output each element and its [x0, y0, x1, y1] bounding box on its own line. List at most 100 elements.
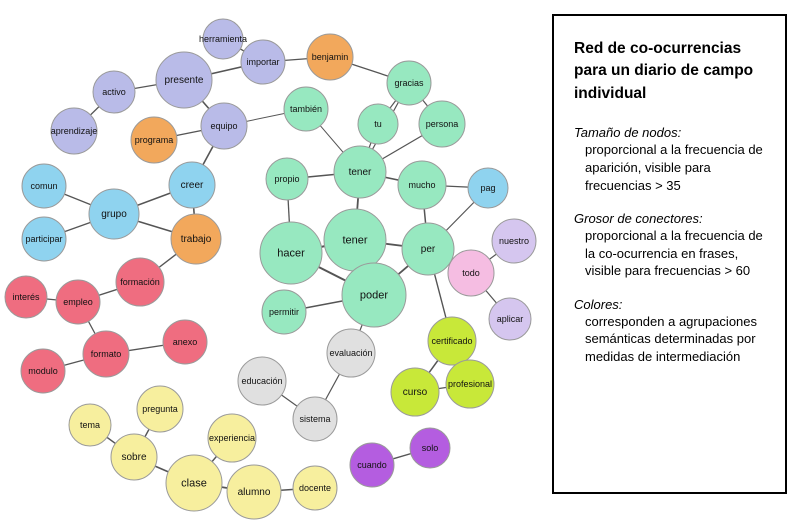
- graph-node-circle[interactable]: [155, 51, 213, 109]
- graph-node-circle[interactable]: [401, 222, 455, 276]
- graph-node[interactable]: poder: [341, 262, 407, 328]
- graph-node-circle[interactable]: [136, 385, 184, 433]
- graph-node-circle[interactable]: [427, 316, 477, 366]
- graph-node[interactable]: profesional: [445, 359, 495, 409]
- graph-node-circle[interactable]: [323, 208, 387, 272]
- graph-node-circle[interactable]: [418, 100, 466, 148]
- graph-node[interactable]: curso: [390, 367, 440, 417]
- graph-node[interactable]: benjamin: [306, 33, 354, 81]
- graph-node-circle[interactable]: [21, 216, 67, 262]
- graph-node-circle[interactable]: [168, 161, 216, 209]
- graph-node[interactable]: cuando: [349, 442, 395, 488]
- graph-node-circle[interactable]: [20, 348, 66, 394]
- graph-node[interactable]: gracias: [386, 60, 432, 106]
- graph-node-circle[interactable]: [397, 160, 447, 210]
- graph-node[interactable]: formato: [82, 330, 130, 378]
- graph-node[interactable]: modulo: [20, 348, 66, 394]
- graph-node[interactable]: propio: [265, 157, 309, 201]
- graph-node-circle[interactable]: [50, 107, 98, 155]
- graph-node-circle[interactable]: [88, 188, 140, 240]
- graph-node[interactable]: creer: [168, 161, 216, 209]
- graph-node-circle[interactable]: [110, 433, 158, 481]
- graph-node-circle[interactable]: [240, 39, 286, 85]
- graph-node[interactable]: docente: [292, 465, 338, 511]
- graph-node-circle[interactable]: [4, 275, 48, 319]
- graph-node[interactable]: tener: [333, 145, 387, 199]
- graph-node[interactable]: anexo: [162, 319, 208, 365]
- graph-node[interactable]: experiencia: [207, 413, 257, 463]
- graph-node[interactable]: interés: [4, 275, 48, 319]
- graph-node-circle[interactable]: [130, 116, 178, 164]
- graph-node-circle[interactable]: [467, 167, 509, 209]
- graph-node[interactable]: clase: [165, 454, 223, 512]
- graph-node[interactable]: mucho: [397, 160, 447, 210]
- graph-node-circle[interactable]: [259, 221, 323, 285]
- graph-node-circle[interactable]: [491, 218, 537, 264]
- graph-node[interactable]: pag: [467, 167, 509, 209]
- graph-node-circle[interactable]: [349, 442, 395, 488]
- graph-node-circle[interactable]: [207, 413, 257, 463]
- graph-node-circle[interactable]: [409, 427, 451, 469]
- graph-node-circle[interactable]: [55, 279, 101, 325]
- graph-node[interactable]: participar: [21, 216, 67, 262]
- graph-node-circle[interactable]: [488, 297, 532, 341]
- graph-node[interactable]: importar: [240, 39, 286, 85]
- graph-node[interactable]: también: [283, 86, 329, 132]
- graph-node-circle[interactable]: [357, 103, 399, 145]
- graph-node-circle[interactable]: [162, 319, 208, 365]
- graph-node[interactable]: per: [401, 222, 455, 276]
- graph-node-circle[interactable]: [261, 289, 307, 335]
- graph-node[interactable]: solo: [409, 427, 451, 469]
- graph-node[interactable]: alumno: [226, 464, 282, 520]
- graph-node-circle[interactable]: [202, 18, 244, 60]
- graph-node-circle[interactable]: [115, 257, 165, 307]
- graph-node[interactable]: aprendizaje: [50, 107, 98, 155]
- graph-node[interactable]: herramienta: [199, 18, 247, 60]
- graph-node[interactable]: comun: [21, 163, 67, 209]
- graph-node[interactable]: sobre: [110, 433, 158, 481]
- graph-node-circle[interactable]: [265, 157, 309, 201]
- graph-node-circle[interactable]: [200, 102, 248, 150]
- graph-node-circle[interactable]: [68, 403, 112, 447]
- graph-node[interactable]: aplicar: [488, 297, 532, 341]
- graph-node-circle[interactable]: [92, 70, 136, 114]
- graph-node-circle[interactable]: [386, 60, 432, 106]
- graph-node-circle[interactable]: [170, 213, 222, 265]
- graph-node[interactable]: pregunta: [136, 385, 184, 433]
- graph-node-circle[interactable]: [341, 262, 407, 328]
- graph-node[interactable]: grupo: [88, 188, 140, 240]
- graph-node[interactable]: activo: [92, 70, 136, 114]
- graph-node-circle[interactable]: [292, 396, 338, 442]
- graph-node-circle[interactable]: [445, 359, 495, 409]
- graph-node-circle[interactable]: [292, 465, 338, 511]
- graph-node[interactable]: trabajo: [170, 213, 222, 265]
- graph-node[interactable]: empleo: [55, 279, 101, 325]
- graph-node[interactable]: programa: [130, 116, 178, 164]
- graph-node[interactable]: tener: [323, 208, 387, 272]
- graph-node-circle[interactable]: [82, 330, 130, 378]
- graph-node[interactable]: certificado: [427, 316, 477, 366]
- graph-node[interactable]: persona: [418, 100, 466, 148]
- graph-node-circle[interactable]: [283, 86, 329, 132]
- graph-node[interactable]: tema: [68, 403, 112, 447]
- graph-node-circle[interactable]: [333, 145, 387, 199]
- graph-node[interactable]: sistema: [292, 396, 338, 442]
- graph-node[interactable]: permitir: [261, 289, 307, 335]
- graph-node[interactable]: tu: [357, 103, 399, 145]
- graph-node-circle[interactable]: [21, 163, 67, 209]
- graph-node[interactable]: hacer: [259, 221, 323, 285]
- graph-node[interactable]: educación: [237, 356, 287, 406]
- graph-node-circle[interactable]: [237, 356, 287, 406]
- graph-node-circle[interactable]: [226, 464, 282, 520]
- graph-node[interactable]: todo: [447, 249, 495, 297]
- graph-node[interactable]: nuestro: [491, 218, 537, 264]
- graph-node-circle[interactable]: [390, 367, 440, 417]
- graph-node[interactable]: presente: [155, 51, 213, 109]
- graph-node-circle[interactable]: [326, 328, 376, 378]
- graph-node[interactable]: equipo: [200, 102, 248, 150]
- graph-node-circle[interactable]: [447, 249, 495, 297]
- graph-node-circle[interactable]: [165, 454, 223, 512]
- graph-node[interactable]: evaluación: [326, 328, 376, 378]
- graph-node[interactable]: formación: [115, 257, 165, 307]
- graph-node-circle[interactable]: [306, 33, 354, 81]
